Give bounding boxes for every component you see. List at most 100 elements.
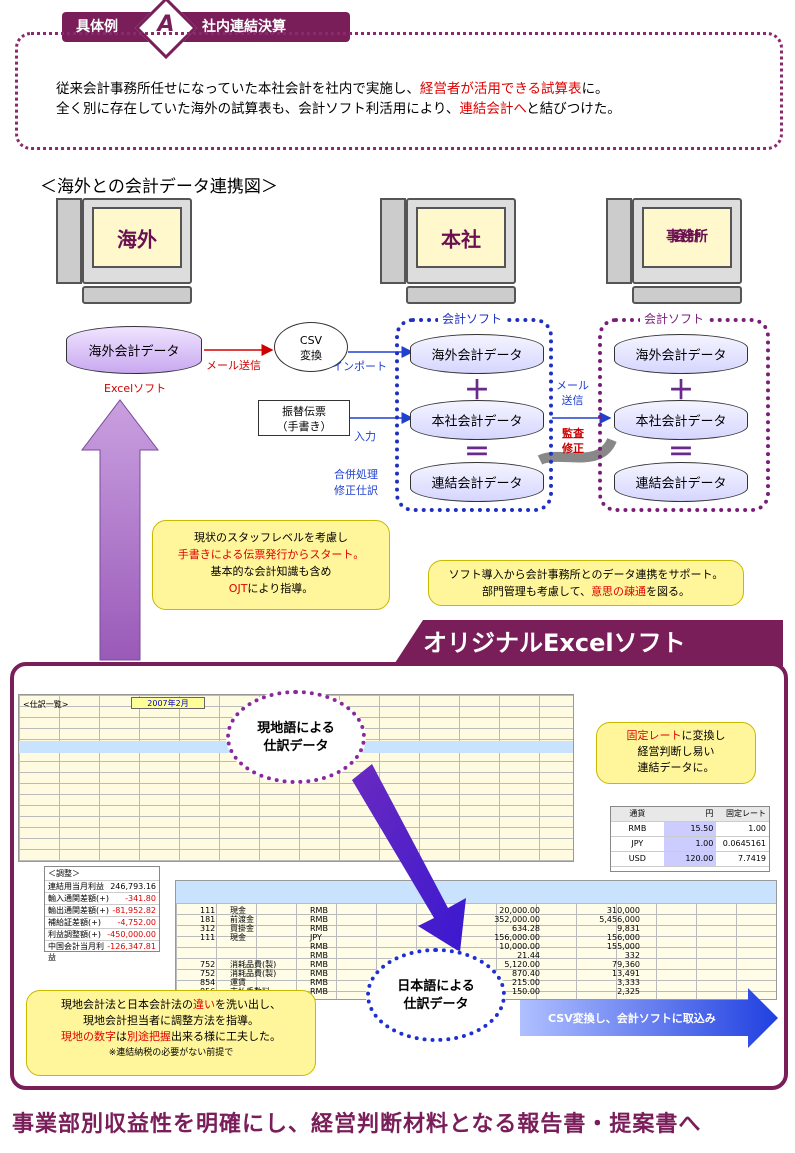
table-cell: 運賃 xyxy=(230,978,246,987)
voucher-line-1: 振替伝票 xyxy=(282,405,326,418)
hq-computer-icon: 本社 xyxy=(406,198,516,284)
table-cell: 13,491 xyxy=(612,969,640,978)
table-cell: RMB xyxy=(310,951,328,960)
section-title: 社内連結決算 xyxy=(202,19,286,35)
firm-label: 会計事務所 xyxy=(644,229,730,246)
input-label: 入力 xyxy=(354,430,376,443)
hq-hq-data-cylinder: 本社会計データ xyxy=(410,400,544,440)
bubble-line: 日本語による xyxy=(397,979,475,994)
table-cell: 111 xyxy=(200,906,216,915)
cylinder-label: 海外会計データ xyxy=(635,348,727,364)
audit-line-1: 監査 xyxy=(562,427,584,440)
table-cell: 2,325 xyxy=(617,987,640,996)
table-cell: 752 xyxy=(200,969,216,978)
table-cell: 5,120.00 xyxy=(504,960,540,969)
bubble-line: 仕訳データ xyxy=(403,997,469,1012)
mail-send-to-firm-label: メール送信 xyxy=(556,378,589,408)
adjust-label: 輸入通関差額(+) xyxy=(48,894,109,903)
adjust-label: 輸出通関差額(+) xyxy=(48,906,109,915)
table-cell: 3,333 xyxy=(617,978,640,987)
callout-staff: 現状のスタッフレベルを考慮し 手書きによる伝票発行からスタート。 基本的な会計知… xyxy=(152,520,390,610)
callout-line: 現地会計法と日本会計法の xyxy=(61,998,193,1011)
journal-sheet-local: <仕訳一覧> 2007年2月 xyxy=(18,694,574,862)
table-cell: 155,000 xyxy=(606,942,640,951)
computer-tower xyxy=(56,198,82,284)
rate-cell: USD xyxy=(628,854,646,863)
callout-highlight: 別途把握 xyxy=(127,1030,171,1043)
rate-cell: 15.50 xyxy=(663,822,717,836)
rate-cell: RMB xyxy=(628,824,647,833)
overseas-data-label: 海外会計データ xyxy=(88,344,180,360)
diagram-title: ＜海外との会計データ連携図＞ xyxy=(40,177,278,197)
table-cell: RMB xyxy=(310,942,328,951)
overseas-label: 海外 xyxy=(117,227,157,251)
adjust-row: 輸入通関差額(+)-341.80 xyxy=(45,892,159,904)
callout-highlight: 固定レート xyxy=(626,729,682,742)
callout-line: 経営判断し易い xyxy=(637,745,715,758)
table-cell: 消耗品費(製) xyxy=(230,969,277,978)
bubble-japanese: 日本語による仕訳データ xyxy=(366,948,506,1042)
footer-headline: 事業部別収益性を明確にし、経営判断材料となる報告書・提案書へ xyxy=(12,1112,702,1137)
adjust-row: 利益調整額(+)-450,000.00 xyxy=(45,928,159,940)
intro-line-1: 従来会計事務所任せになっていた本社会計を社内で実施し、経営者が活用できる試算表に… xyxy=(56,77,609,97)
csv-import-arrow-label: CSV変換し、会計ソフトに取込み xyxy=(548,1012,716,1025)
table-cell: 消耗品費(製) xyxy=(230,960,277,969)
rate-cell: JPY xyxy=(631,839,644,848)
audit-label: 監査修正 xyxy=(562,426,584,456)
bubble-line: 現地語による xyxy=(257,721,335,736)
callout-line: ソフト導入から会計事務所とのデータ連携をサポート。 xyxy=(448,568,724,581)
callout-note: ※連結納税の必要がない前提で xyxy=(108,1048,234,1058)
adjust-value: 246,793.16 xyxy=(110,882,156,891)
cylinder-label: 連結会計データ xyxy=(635,476,727,492)
table-cell: 9,831 xyxy=(617,924,640,933)
adjust-value: -450,000.00 xyxy=(107,930,156,939)
callout-highlight: 意思の疎通 xyxy=(591,585,647,598)
computer-base xyxy=(82,286,192,304)
table-cell: 現金 xyxy=(230,933,246,942)
callout-line: 現状のスタッフレベルを考慮し xyxy=(194,531,348,544)
excel-soft-label: Excelソフト xyxy=(104,382,167,395)
callout-line: 現地会計担当者に調整方法を指導。 xyxy=(83,1014,259,1027)
intro-highlight: 連結会計へ xyxy=(459,101,527,117)
hq-consolidated-data-cylinder: 連結会計データ xyxy=(410,462,544,502)
rate-cell: 固定レート xyxy=(726,809,767,818)
table-cell: RMB xyxy=(310,960,328,969)
table-cell: 111 xyxy=(200,933,216,942)
merge-line-2: 修正仕訳 xyxy=(334,484,378,497)
table-cell: 181 xyxy=(200,915,216,924)
rate-header-row: 通貨円固定レート xyxy=(611,807,769,822)
callout-line: を洗い出し、 xyxy=(215,998,281,1011)
table-cell: RMB xyxy=(310,969,328,978)
intro-line-2: 全く別に存在していた海外の試算表も、会計ソフト利活用により、連結会計へと結びつけ… xyxy=(56,97,621,117)
hq-software-label: 会計ソフト xyxy=(438,310,507,327)
adjust-row: 中国会計当月利益-126,347.81 xyxy=(45,940,159,963)
rate-cell: 通貨 xyxy=(629,809,646,818)
adjust-value: -4,752.00 xyxy=(117,918,156,927)
intro-text: 全く別に存在していた海外の試算表も、会計ソフト利活用により、 xyxy=(56,101,460,117)
intro-text: に。 xyxy=(581,81,609,97)
hq-label: 本社 xyxy=(441,227,481,251)
table-cell: 79,360 xyxy=(612,960,640,969)
table-cell: 前渡金 xyxy=(230,915,254,924)
adjust-value: -81,952.82 xyxy=(112,906,156,915)
adjust-row: 輸出通関差額(+)-81,952.82 xyxy=(45,904,159,916)
callout-support: ソフト導入から会計事務所とのデータ連携をサポート。 部門管理も考慮して、意思の疎… xyxy=(428,560,744,606)
callout-line: 基本的な会計知識も含め xyxy=(210,565,332,578)
table-cell: 21.44 xyxy=(517,951,540,960)
firm-label-2: 事務所 xyxy=(666,229,708,245)
table-cell: RMB xyxy=(310,987,328,996)
sheet-month: 2007年2月 xyxy=(131,697,205,709)
adjust-label: 連結用当月利益 xyxy=(48,882,104,891)
cylinder-label: 海外会計データ xyxy=(431,348,523,364)
